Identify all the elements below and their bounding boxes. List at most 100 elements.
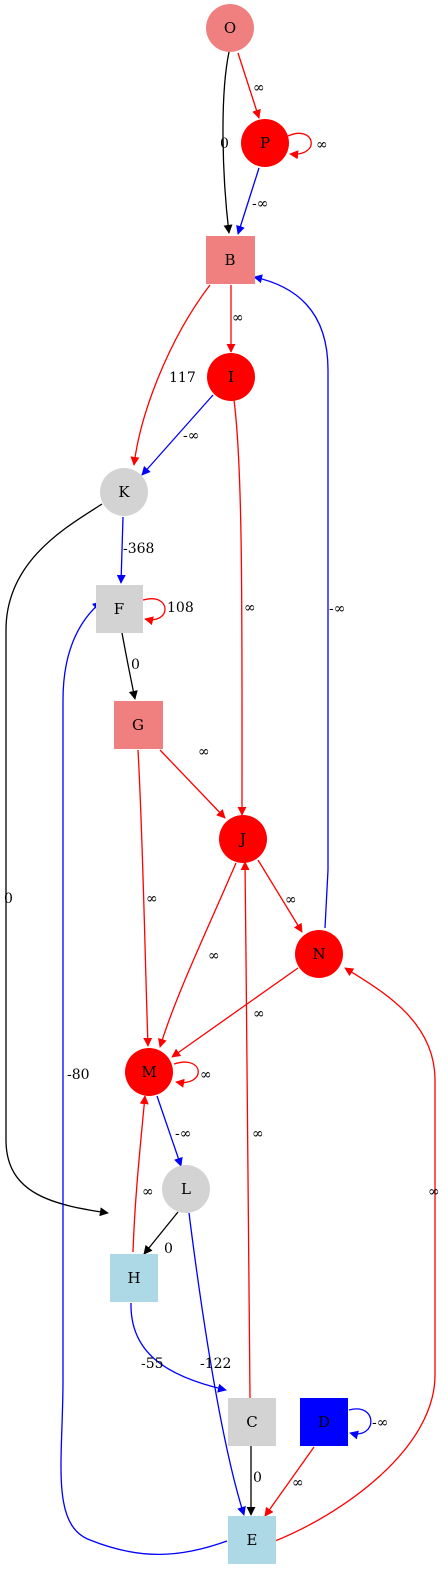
edge-j-n [257,859,303,933]
edges [5,51,436,1556]
edge-l-h [143,1211,179,1255]
edge-n-b [253,274,329,929]
node-n-shape [295,930,343,978]
node-d-label: D [318,1413,330,1431]
edge-g-m [137,749,153,1047]
edge-g-j [159,749,226,819]
node-o-label: O [224,19,236,37]
node-h[interactable]: H [110,1254,158,1302]
node-p-label: P [260,134,270,152]
edge-label-d-d: -∞ [372,1415,388,1431]
node-i-shape [207,353,255,401]
edge-label-f-g: 0 [131,657,140,673]
node-h-label: H [127,1269,140,1287]
edge-label-m-l: -∞ [175,1126,191,1142]
edge-b-k [130,284,211,466]
edge-label-c-j: ∞ [252,1126,264,1142]
node-g[interactable]: G [114,701,163,749]
edge-c-j [240,861,251,1399]
node-m[interactable]: M [125,1048,173,1096]
edge-label-n-m: ∞ [253,1006,265,1022]
edge-label-g-m: ∞ [146,891,158,907]
node-l[interactable]: L [162,1165,210,1213]
node-f-shape [96,585,143,633]
node-i[interactable]: I [207,353,255,401]
edge-o-b [222,51,233,234]
edge-p-p [287,132,312,160]
node-f-label: F [114,600,124,618]
edge-label-k-f: -368 [123,541,154,557]
edge-label-k-h: 0 [4,891,13,907]
node-b[interactable]: B [206,236,255,284]
edge-label-h-m: ∞ [142,1184,154,1200]
edge-p-b [236,167,260,235]
edge-m-m [173,1061,199,1088]
edge-o-p [237,52,261,119]
node-k-shape [100,468,148,516]
edge-label-b-k: 117 [169,370,196,386]
node-k[interactable]: K [100,468,148,516]
node-o-shape [206,4,254,52]
node-c-shape [228,1398,276,1446]
node-k-label: K [118,483,130,501]
edge-label-l-h: 0 [164,1241,173,1257]
edge-i-j [233,399,247,816]
edge-label-b-i: ∞ [232,310,244,326]
node-j[interactable]: J [219,815,267,863]
edge-label-p-b: -∞ [252,196,268,212]
node-j-shape [219,815,267,863]
edge-label-g-j: ∞ [198,744,210,760]
edge-d-d [348,1408,372,1440]
node-l-shape [162,1165,210,1213]
edge-d-e [264,1446,315,1517]
node-d-shape [300,1398,348,1446]
edge-e-n [274,967,436,1542]
node-e[interactable]: E [228,1516,276,1564]
edge-m-l [156,1095,183,1167]
edge-e-f [60,601,228,1556]
edge-label-e-f: -80 [67,1067,90,1083]
edge-label-o-b: 0 [220,136,229,152]
edge-label-i-j: ∞ [244,600,256,616]
edge-h-m [132,1095,149,1253]
edge-j-m [158,862,237,1048]
edge-k-h [5,503,109,1217]
node-b-label: B [224,251,235,269]
node-p-shape [241,119,289,167]
node-n[interactable]: N [295,930,343,978]
node-p[interactable]: P [241,119,289,167]
nodes: O P B I K F G J [96,4,348,1564]
edge-label-n-b: -∞ [329,601,345,617]
edge-h-c [130,1302,227,1393]
edge-label-i-k: -∞ [183,428,199,444]
edge-f-g [121,632,138,700]
node-i-label: I [228,368,234,386]
edge-label-d-e: ∞ [292,1475,304,1491]
edge-label-h-c: -55 [141,1356,164,1372]
edge-label-j-m: ∞ [208,948,220,964]
node-g-label: G [132,716,144,734]
node-m-shape [125,1048,173,1096]
node-j-label: J [238,830,246,848]
node-e-label: E [247,1531,258,1549]
edge-labels: 0 ∞ ∞ -∞ ∞ 117 -∞ ∞ -368 0 108 0 ∞ ∞ ∞ ∞… [4,80,440,1491]
edge-label-j-n: ∞ [285,892,297,908]
edge-k-f [116,516,126,584]
node-g-shape [114,701,163,749]
edge-label-m-m: ∞ [200,1067,212,1083]
edge-l-e [188,1212,246,1516]
edge-label-o-p: ∞ [253,80,265,96]
edge-label-l-e: -122 [200,1356,231,1372]
edge-f-f [142,598,166,626]
node-m-label: M [141,1063,156,1081]
edge-label-c-e: 0 [253,1470,262,1486]
node-o[interactable]: O [206,4,254,52]
node-e-shape [228,1516,276,1564]
edge-label-p-p: ∞ [316,137,328,153]
node-c[interactable]: C [228,1398,276,1446]
node-f[interactable]: F [96,585,143,633]
node-d[interactable]: D [300,1398,348,1446]
edge-label-f-f: 108 [167,600,194,616]
edge-label-e-n: ∞ [428,1184,440,1200]
